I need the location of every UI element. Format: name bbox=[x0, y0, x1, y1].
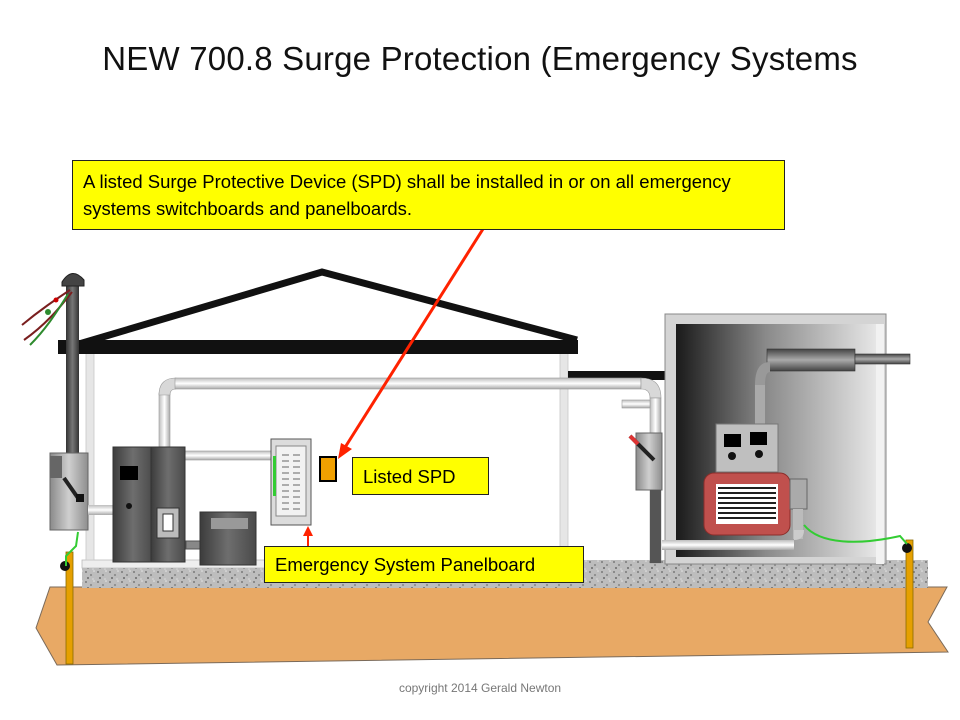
generator-grille-slots bbox=[718, 487, 776, 519]
spd-device bbox=[319, 456, 337, 482]
ground-clamp-right-icon bbox=[902, 543, 912, 553]
pointer-arrowhead-panel-icon bbox=[303, 526, 313, 536]
house-wall-right bbox=[559, 344, 569, 562]
ground-rod-right bbox=[905, 539, 914, 649]
house-ceiling bbox=[58, 340, 578, 354]
transfer-switch-door bbox=[150, 446, 186, 563]
weatherhead-icon bbox=[61, 273, 85, 287]
transfer-switch-cabinet bbox=[112, 446, 154, 563]
ground-wire-left bbox=[65, 531, 79, 566]
generator-exhaust bbox=[766, 348, 856, 372]
service-mast bbox=[66, 280, 79, 455]
panelboard-breakers bbox=[282, 454, 300, 510]
callout-listed-spd: Listed SPD bbox=[352, 457, 489, 495]
copyright-notice: copyright 2014 Gerald Newton bbox=[398, 681, 562, 695]
service-drop-wires-icon bbox=[21, 289, 73, 346]
callout-emergency-panelboard: Emergency System Panelboard bbox=[264, 546, 584, 583]
slide-title: NEW 700.8 Surge Protection (Emergency Sy… bbox=[102, 40, 858, 77]
earth-soil bbox=[35, 586, 949, 666]
house-roof bbox=[78, 268, 578, 348]
disconnect-handle-left-icon bbox=[62, 476, 80, 500]
ground-wire-right bbox=[803, 524, 908, 545]
generator-control-panel bbox=[715, 423, 779, 473]
callout-spd-requirement: A listed Surge Protective Device (SPD) s… bbox=[72, 160, 785, 230]
pointer-arrowhead-spd-icon bbox=[338, 443, 352, 459]
pointer-arrow-to-spd bbox=[342, 228, 485, 450]
ceiling-extension bbox=[568, 371, 666, 380]
generator-disconnect bbox=[635, 432, 663, 491]
